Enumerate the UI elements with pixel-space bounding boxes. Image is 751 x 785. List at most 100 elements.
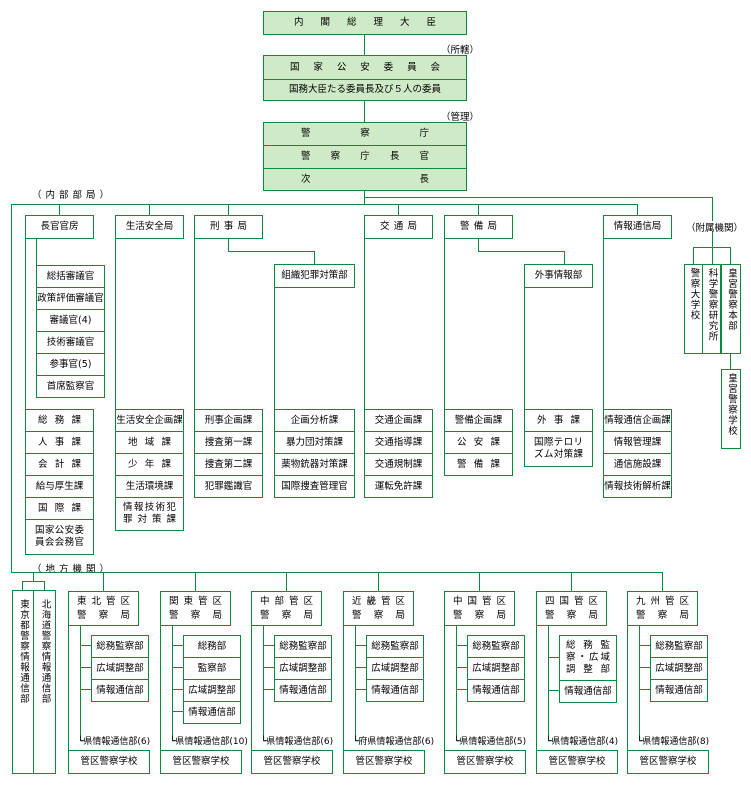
regional-department: 広域調整部 [467,657,525,680]
connector-line [456,625,457,741]
jurisdiction-label: （所轄） [441,45,480,56]
bureau-2: 刑事局 [194,215,263,239]
connector-line [22,581,23,591]
bureau-2-label: 刑事局 [210,221,247,232]
connector-line [524,287,525,410]
prime-minister-box: 内閣総理大臣 [263,11,467,35]
division-box-label: 総務課 [38,414,81,426]
attached-label: （附属機関） [686,223,744,234]
division-box: 暴力団対策課 [274,431,355,454]
deputy-box-label: 次長 [301,173,429,185]
bureau-0: 長官官房 [25,215,94,239]
division-box-label: 警備企画課 [454,414,503,426]
regional-bureau-title: 九州管区 [636,595,689,607]
connector-line [59,204,60,216]
hokkaido-info-comm-label: 北海道警察情報通信部 [39,599,51,704]
connector-line [263,667,275,668]
connector-line [730,353,731,370]
staff-box-label: 審議官(4) [49,314,92,326]
division-box: 外事課 [524,409,593,432]
connector-line [378,572,379,592]
division-box-label: 国際課 [38,502,81,514]
regional-department-label: 総務監察部 [472,640,520,652]
staff-box: 総括審議官 [36,265,105,288]
bureau-3-label: 交通局 [380,221,417,232]
connector-line [263,740,267,741]
division-box: 通信施設課 [603,453,672,476]
regional-police-school: 管区警察学校 [251,750,333,774]
division-box-label: 企画分析課 [290,414,339,426]
connector-line [478,204,479,216]
regional-police-school: 管区警察学校 [343,750,425,774]
npsc-members-box-label: 国務大臣たる委員長及び５人の委員 [288,84,441,95]
npsc-box: 国家公安委員会 [263,55,467,80]
connector-line [456,667,468,668]
regional-bureau-title: 近畿管区 [352,595,405,607]
bureau-3: 交通局 [364,215,433,239]
division-box: 総務課 [25,409,94,432]
bureau-0-label: 長官官房 [40,221,79,232]
division-box-label: 捜査第一課 [204,436,253,448]
division-box: 警備企画課 [444,409,513,432]
regional-bureau-title: 警察局 [169,609,222,621]
division-box-label: 交通指導課 [374,436,423,448]
regional-department: 広域調整部 [650,657,708,680]
regional-department-label: 広域調整部 [371,662,419,674]
department-box-label: 組織犯罪対策部 [281,270,348,281]
connector-line [730,247,731,265]
regional-department: 広域調整部 [366,657,424,680]
connector-line [22,581,45,582]
connector-line [639,645,651,646]
connector-line [228,204,229,216]
regional-department-label: 広域調整部 [279,662,327,674]
staff-box-label: 総括審議官 [46,270,95,282]
prefectural-info-comm: └県情報通信部(4) [546,737,619,747]
division-box-label: 人事課 [38,436,81,448]
bureau-5-label: 情報通信局 [613,221,662,232]
regional-police-school-label: 管区警察学校 [456,756,514,767]
regional-police-school: 管区警察学校 [627,750,709,774]
regional-department-label: 情報通信部 [279,684,327,696]
regional-department: 情報通信部 [366,679,424,702]
npsc-box-label: 国家公安委員会 [290,61,440,73]
regional-police-school: 管区警察学校 [536,750,618,774]
connector-line [639,689,651,690]
management-label: （管理） [441,112,480,123]
regional-department-label: 総務部 [197,640,227,652]
regional-department-label: 情報通信部 [371,684,419,696]
attached-sub-label: 皇宮警察学校 [726,373,737,436]
regional-department: 総務監察部 [467,635,525,658]
prefectural-info-comm: └県情報通信部(6) [78,737,151,747]
division-box: 情報技術解析課 [603,475,672,498]
division-box-label: 交通規制課 [374,458,423,470]
bureau-5: 情報通信局 [603,215,672,239]
staff-box: 審議官(4) [36,309,105,332]
regional-police-school: 管区警察学校 [444,750,526,774]
npa-box: 警察庁 [263,122,467,146]
deputy-box: 次長 [263,168,467,191]
attached-item-label: 警察大学校 [688,268,700,321]
connector-line [228,238,229,252]
connector-line [639,667,651,668]
regional-bureau-title: 警察局 [636,609,689,621]
regional-police-school-label: 管区警察学校 [639,756,697,767]
division-box-label: 警備課 [457,458,500,470]
regional-department-label: 監察部 [197,662,227,674]
connector-line [274,287,275,410]
connector-line [263,625,264,741]
division-box-label: 運転免許課 [374,480,423,492]
staff-box-label: 参事官(5) [49,358,92,370]
division-box-label: 生活安全企画課 [116,414,183,426]
regional-department-label: 広域調整部 [655,662,703,674]
connector-line [712,247,713,265]
connector-line [263,689,275,690]
connector-line [548,625,549,741]
staff-box-label: 政策評価審議官 [37,292,104,304]
connector-line [343,625,344,751]
regional-department: 情報通信部 [467,679,525,702]
staff-box: 首席監察官 [36,375,105,398]
connector-line [80,645,92,646]
division-box-label: 情報技術解析課 [604,480,671,492]
connector-line [355,689,367,690]
